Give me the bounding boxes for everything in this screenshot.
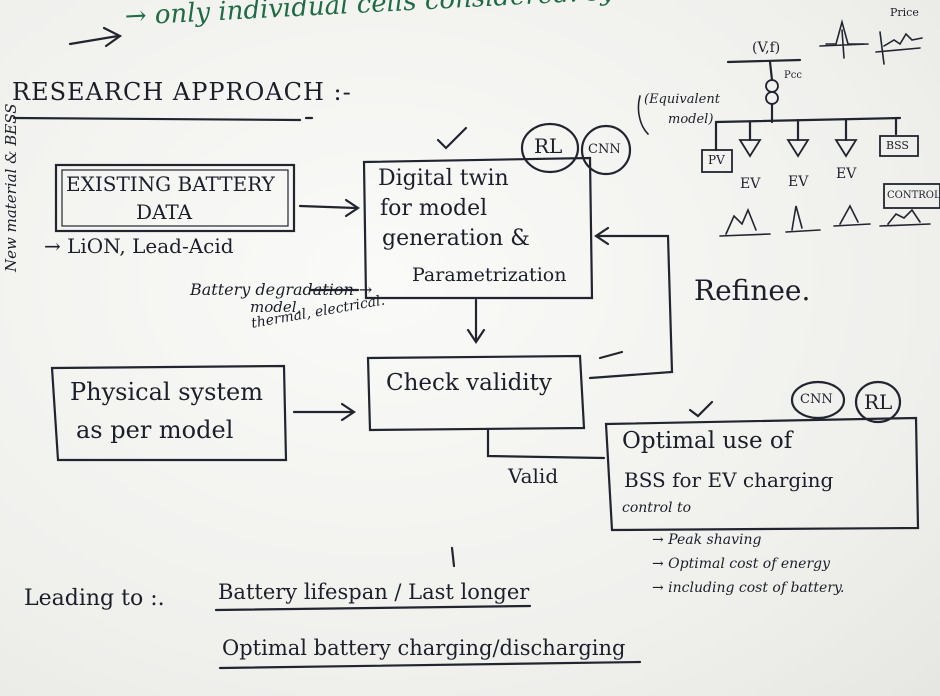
badge-cnn-1: CNN (588, 142, 621, 157)
net-bus (714, 116, 902, 124)
top-arrowhead (102, 26, 123, 48)
refinee: Refinee. (694, 274, 811, 307)
badge-cnn-2: CNN (800, 392, 833, 407)
box-existing (54, 163, 296, 233)
net-equiv-line2: model) (668, 112, 714, 127)
net-control-box (883, 183, 940, 209)
twin-line1: Digital twin (378, 166, 509, 191)
feedback-tick (598, 350, 624, 360)
twin-line3: generation & (382, 226, 530, 251)
optimal-line2: BSS for EV charging (624, 468, 834, 492)
arrow-down-small (450, 546, 456, 568)
box-existing-inner (61, 169, 289, 227)
net-bss: BSS (886, 139, 909, 152)
net-ev-3: EV (836, 166, 857, 182)
check-label: Check validity (386, 370, 552, 396)
net-bss-box (879, 135, 919, 157)
net-profile-3 (833, 204, 871, 227)
net-wave-peak (825, 18, 865, 45)
heading-underline (12, 116, 302, 122)
existing-line2: DATA (136, 200, 193, 224)
tick-1 (436, 126, 468, 150)
net-transformer-1 (765, 79, 779, 93)
net-ev1-load (738, 139, 762, 158)
net-ev2-load (786, 139, 810, 158)
optimal-line3: control to (622, 500, 692, 516)
badge-rl-1-circle (520, 122, 580, 174)
underline-1 (214, 604, 532, 612)
degradation-line2: model, (250, 298, 302, 316)
tick-2 (688, 400, 714, 418)
net-transformer-2 (765, 91, 779, 105)
arrowhead-existing-twin (344, 198, 360, 218)
net-bus-top (726, 58, 802, 64)
top-arrow (68, 34, 120, 46)
physical-line1: Physical system (70, 378, 264, 406)
existing-sub: → LiON, Lead-Acid (44, 234, 234, 258)
arrowhead-feedback (594, 226, 610, 246)
net-profile-1 (719, 207, 771, 237)
bullet-3: → including cost of battery. (652, 580, 845, 596)
net-profile-2 (785, 205, 821, 233)
physical-line2: as per model (76, 416, 234, 444)
arrow-valid (486, 428, 606, 460)
badge-rl-2: RL (864, 390, 893, 414)
leading-label: Leading to :. (24, 586, 165, 611)
leading-line2: Optimal battery charging/discharging (222, 636, 626, 660)
net-price-axis (875, 31, 921, 65)
net-ev3-load (834, 139, 858, 158)
box-optimal (604, 416, 920, 532)
net-equiv-line1: (Equivalent (644, 92, 720, 107)
net-profile-4 (879, 208, 931, 227)
net-pcc: Pcc (784, 70, 802, 81)
degradation-line1: Battery degradation → (190, 280, 373, 299)
twin-line4: Parametrization (412, 264, 567, 286)
badge-cnn-1-circle (580, 124, 632, 176)
arrow-existing-twin (298, 204, 358, 210)
net-ev-2: EV (788, 174, 809, 190)
optimal-line1: Optimal use of (622, 428, 793, 454)
net-ev-1: EV (740, 176, 761, 192)
arrowhead-physical-check (340, 402, 356, 422)
net-vf: (V,f) (752, 40, 781, 56)
net-price: Price (890, 6, 919, 19)
net-price-curve (883, 32, 923, 47)
heading: RESEARCH APPROACH :- (12, 78, 352, 106)
box-check (366, 354, 586, 432)
net-control: CONTROL (887, 190, 940, 201)
twin-line2: for model (380, 196, 488, 221)
side-note: New material & BESS (2, 103, 20, 272)
net-equiv-arc (637, 95, 649, 135)
badge-rl-1: RL (534, 134, 563, 158)
bullet-1: → Peak shaving (652, 532, 762, 548)
leading-line1: Battery lifespan / Last longer (218, 580, 530, 604)
arrow-feedback (588, 234, 674, 380)
box-digital-twin (362, 156, 594, 300)
existing-line1: EXISTING BATTERY (66, 172, 275, 196)
badge-rl-2-circle (854, 380, 902, 424)
underline-2 (218, 660, 642, 670)
valid-label: Valid (508, 464, 559, 488)
box-physical (50, 364, 288, 462)
bullet-2: → Optimal cost of energy (652, 556, 831, 572)
net-pv-box (701, 149, 733, 173)
net-stem (768, 60, 774, 82)
badge-cnn-2-circle (790, 380, 846, 420)
net-pv: PV (708, 153, 725, 167)
arrowhead-twin-check (466, 328, 486, 344)
